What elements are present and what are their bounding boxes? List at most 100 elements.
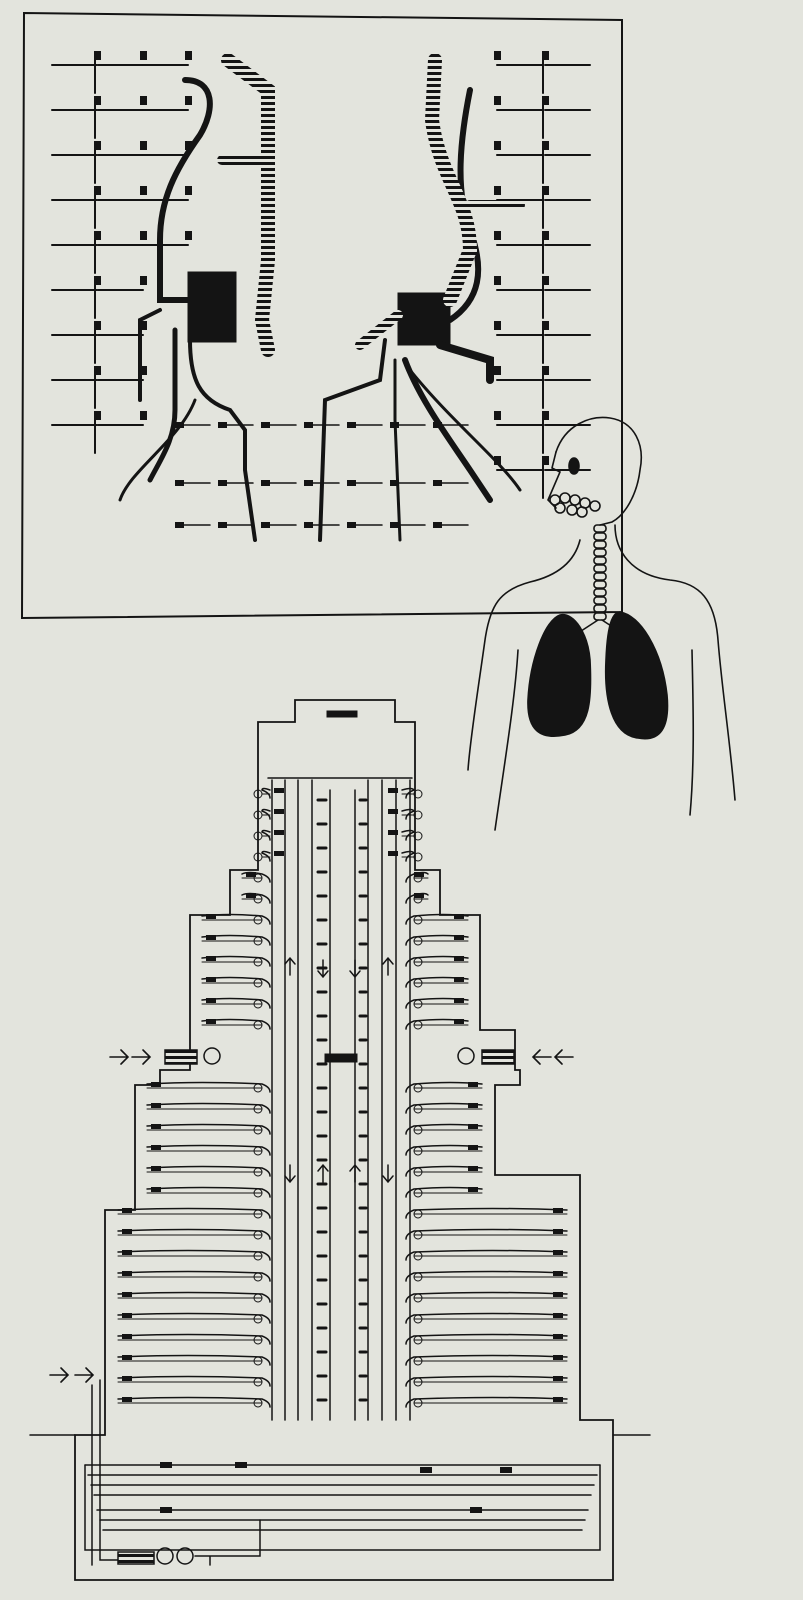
floor-duct-left	[146, 1144, 271, 1156]
floor-terminal-right	[468, 1187, 478, 1192]
floor-terminal-left	[274, 830, 284, 835]
plan-terminal	[185, 96, 192, 105]
floor-fan-right	[413, 1398, 423, 1408]
floor-terminal-left	[206, 1019, 216, 1024]
floor-fan-right	[413, 1167, 423, 1177]
floor-terminal-left	[246, 893, 256, 898]
floor-duct-left	[261, 808, 271, 820]
plan-terminal	[494, 456, 501, 465]
floor-duct-right	[401, 850, 416, 862]
floor-duct-right	[405, 1165, 483, 1177]
floor-fan-left	[253, 852, 263, 862]
floor-terminal-right	[468, 1103, 478, 1108]
floor-terminal-left	[122, 1208, 132, 1213]
plan-terminal	[94, 276, 101, 285]
double-arrow-right-icon	[109, 1049, 152, 1065]
plan-terminal	[94, 186, 101, 195]
floor-duct-right	[401, 787, 416, 799]
plan-terminal	[94, 96, 101, 105]
floor-fan-left	[253, 1398, 263, 1408]
floor-terminal-left	[274, 788, 284, 793]
floor-fan-right	[413, 1335, 423, 1345]
tower-floor-ducts	[117, 787, 568, 1408]
floor-fan-right	[413, 936, 423, 946]
floor-terminal-left	[122, 1271, 132, 1276]
floor-terminal-right	[454, 935, 464, 940]
floor-fan-right	[413, 1104, 423, 1114]
floor-fan-left	[253, 915, 263, 925]
floor-fan-right	[413, 1377, 423, 1387]
floor-fan-left	[253, 1104, 263, 1114]
floor-duct-left	[117, 1396, 271, 1408]
floor-fan-left	[253, 894, 263, 904]
plan-left-striped-duct	[221, 53, 275, 357]
trachea-ring	[593, 612, 607, 621]
floor-duct-right	[405, 1186, 483, 1198]
plan-terminal	[390, 522, 399, 528]
plan-terminal	[140, 411, 147, 420]
floor-fan-left	[253, 789, 263, 799]
plan-terminal	[261, 422, 270, 428]
floor-fan-right	[413, 999, 423, 1009]
floor-terminal-left	[151, 1187, 161, 1192]
plan-terminal	[94, 141, 101, 150]
plan-terminal	[494, 321, 501, 330]
plan-terminal	[304, 480, 313, 486]
floor-fan-left	[253, 873, 263, 883]
plan-terminal	[140, 96, 147, 105]
plan-terminal	[140, 141, 147, 150]
floor-terminal-left	[151, 1103, 161, 1108]
floor-fan-right	[413, 1125, 423, 1135]
floor-terminal-left	[206, 935, 216, 940]
floor-duct-left	[146, 1102, 271, 1114]
floor-terminal-right	[553, 1250, 563, 1255]
floor-duct-right	[405, 1228, 568, 1240]
floor-duct-left	[201, 997, 271, 1009]
tower-mid-intake-right	[481, 1049, 515, 1065]
floor-duct-left	[117, 1312, 271, 1324]
human-torso-outline	[467, 539, 581, 771]
plan-terminal	[140, 186, 147, 195]
plan-terminal	[494, 96, 501, 105]
core-shaft-wall	[297, 779, 313, 1421]
base-fan	[176, 1547, 194, 1565]
trachea-ring	[593, 572, 607, 581]
plan-terminal	[347, 522, 356, 528]
floor-terminal-right	[388, 851, 398, 856]
plan-terminal	[542, 411, 549, 420]
trachea-ring	[593, 580, 607, 589]
human-respiratory-drawing	[467, 416, 736, 831]
plan-terminal	[94, 411, 101, 420]
floor-fan-left	[253, 957, 263, 967]
base-terminal	[235, 1462, 247, 1468]
floor-fan-right	[413, 1230, 423, 1240]
plan-terminal	[433, 522, 442, 528]
floor-terminal-left	[246, 872, 256, 877]
plan-terminal	[542, 231, 549, 240]
plan-terminal	[185, 51, 192, 60]
double-arrow-right-icon-bottom	[49, 1367, 95, 1383]
floor-terminal-left	[206, 914, 216, 919]
plan-terminal	[542, 141, 549, 150]
floor-fan-left	[253, 1146, 263, 1156]
plan-terminal	[494, 276, 501, 285]
trachea-ring	[593, 604, 607, 613]
floor-terminal-left	[122, 1355, 132, 1360]
floor-terminal-left	[206, 977, 216, 982]
core-shaft-wall	[367, 779, 383, 1421]
plan-terminal	[494, 366, 501, 375]
floor-fan-left	[253, 999, 263, 1009]
floor-duct-left	[117, 1270, 271, 1282]
floor-duct-right	[405, 1102, 483, 1114]
floor-duct-right	[401, 808, 416, 820]
floor-duct-left	[146, 1165, 271, 1177]
floor-duct-left	[261, 850, 271, 862]
floor-terminal-right	[454, 914, 464, 919]
floor-fan-left	[253, 1251, 263, 1261]
floor-terminal-right	[553, 1271, 563, 1276]
floor-terminal-right	[468, 1124, 478, 1129]
base-terminal	[160, 1507, 172, 1513]
floor-duct-right	[405, 1291, 568, 1303]
plan-terminal	[542, 456, 549, 465]
